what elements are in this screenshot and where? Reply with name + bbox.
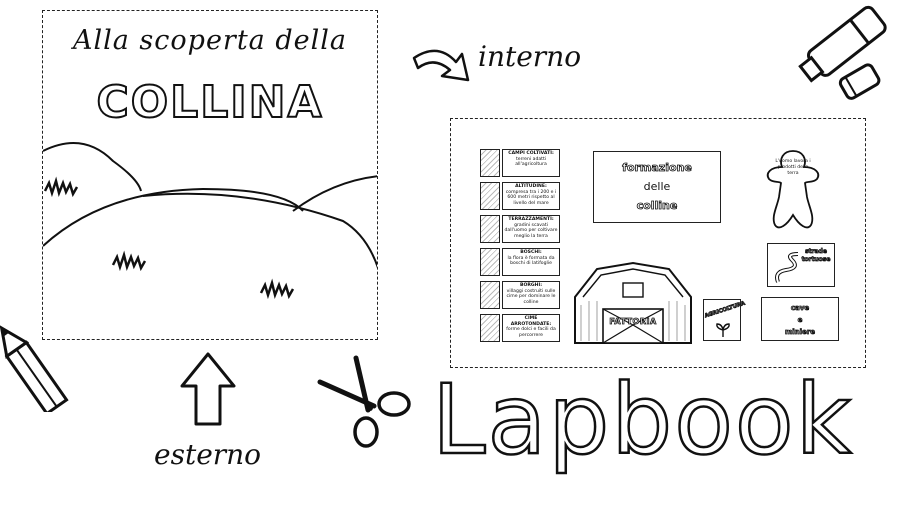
info-card: ALTITUDINE:compresa tra i 200 e i 600 me… [480, 182, 560, 210]
formation-line: colline [636, 199, 678, 213]
card-image [480, 182, 500, 210]
card-title: ALTITUDINE: [515, 184, 547, 189]
card-image [480, 314, 500, 342]
card-body: terreni adatti all'agricoltura [515, 156, 547, 168]
cover-title: COLLINA [95, 76, 324, 129]
card-body: villaggi costruiti sulle cime per domina… [506, 288, 556, 305]
roads-label: strade tortuose [801, 248, 831, 264]
road-icon [775, 252, 799, 283]
card-image [480, 248, 500, 276]
sprout-icon [716, 323, 730, 337]
formation-line: delle [643, 180, 671, 193]
mines-box: cave e miniere [761, 297, 839, 341]
scissors-icon [317, 355, 411, 448]
card-title: CIME ARROTONDATE: [510, 316, 552, 327]
card-image [480, 281, 500, 309]
info-card: BORGHI:villaggi costruiti sulle cime per… [480, 281, 560, 309]
marker-icon [798, 5, 887, 83]
marker-cap-icon [838, 63, 881, 100]
farm-label: FATTORIA [609, 317, 657, 327]
pencil-icon [0, 325, 69, 412]
label-outside: esterno [154, 438, 262, 471]
card-title: TERRAZZAMENTI: [508, 217, 554, 222]
card-text: CIME ARROTONDATE:forme dolci e facili da… [502, 314, 560, 342]
barn-icon [574, 261, 692, 344]
roads-card: strade tortuose [767, 243, 835, 287]
formation-box: formazione delle colline [593, 151, 721, 223]
info-card: TERRAZZAMENTI:gradini scavati dall'uomo … [480, 215, 560, 243]
agriculture-card: AGRICOLTURA [703, 299, 747, 341]
card-title: BOSCHI: [520, 250, 542, 255]
gingerbread-text: L'uomo lavora i prodotti della terra [775, 159, 811, 176]
card-text: ALTITUDINE:compresa tra i 200 e i 600 me… [502, 182, 560, 210]
mines-line: cave [790, 304, 810, 313]
card-body: la flora è formata da boschi di latifogl… [507, 255, 555, 267]
card-body: compresa tra i 200 e i 600 metri rispett… [505, 189, 557, 206]
card-image [480, 149, 500, 177]
card-title: CAMPI COLTIVATI: [508, 151, 554, 156]
card-body: gradini scavati dall'uomo per coltivare … [504, 222, 558, 239]
curved-arrow-icon [412, 49, 470, 82]
card-title: BORGHI: [519, 283, 543, 288]
inner-layout-panel: CAMPI COLTIVATI:terreni adatti all'agric… [450, 118, 866, 368]
info-card: CAMPI COLTIVATI:terreni adatti all'agric… [480, 149, 560, 177]
card-body: forme dolci e facili da percorrere [506, 327, 556, 338]
gingerbread-icon [766, 150, 820, 229]
info-card: BOSCHI:la flora è formata da boschi di l… [480, 248, 560, 276]
card-text: BORGHI:villaggi costruiti sulle cime per… [502, 281, 560, 309]
mines-line: e [797, 316, 803, 325]
hills-illustration [43, 142, 377, 300]
cover-subtitle: Alla scoperta della [72, 25, 347, 56]
info-card: CIME ARROTONDATE:forme dolci e facili da… [480, 314, 560, 342]
cover-panel: Alla scoperta della COLLINA [42, 10, 378, 340]
card-image [480, 215, 500, 243]
card-text: TERRAZZAMENTI:gradini scavati dall'uomo … [502, 215, 560, 243]
formation-line: formazione [622, 161, 692, 175]
card-text: BOSCHI:la flora è formata da boschi di l… [502, 248, 560, 276]
label-inside: interno [478, 40, 582, 73]
agriculture-label: AGRICOLTURA [703, 300, 747, 320]
card-text: CAMPI COLTIVATI:terreni adatti all'agric… [502, 149, 560, 177]
mines-line: miniere [784, 328, 816, 337]
arrow-up-icon [180, 352, 236, 426]
brand-lapbook: Lapbook [431, 364, 854, 476]
